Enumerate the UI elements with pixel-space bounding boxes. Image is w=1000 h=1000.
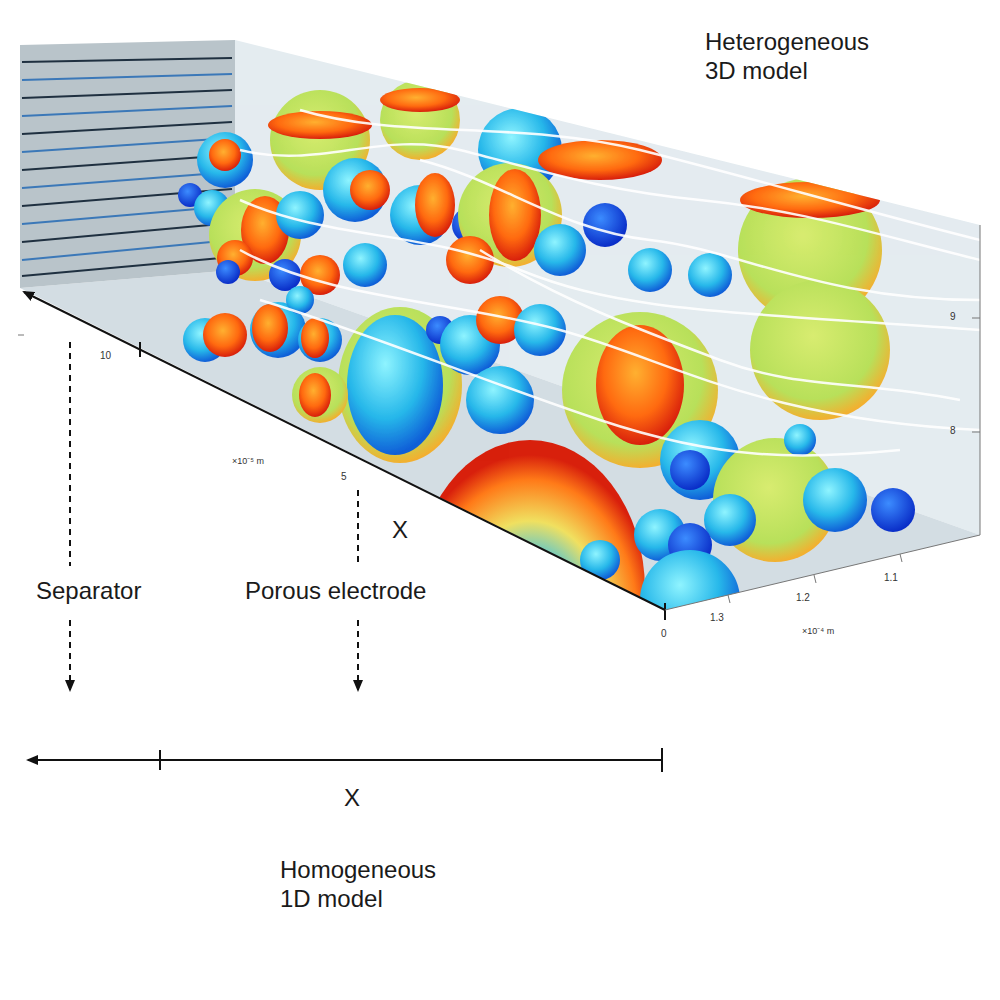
tick-label: 9 [950,311,956,323]
tick-label: 10 [100,350,111,362]
axis-unit: ×10⁻⁴ m [802,626,834,637]
region-label: Porous electrode [245,577,426,606]
tick-label: 0 [661,628,667,640]
tick-label: 1.3 [710,612,724,624]
tick-label: 8 [950,425,956,437]
tick-label: 5 [341,471,347,483]
tick-label: 1.2 [796,592,810,604]
model-title: Heterogeneous 3D model [705,28,885,86]
axis-name: X [392,516,408,545]
tick-label: 1.1 [884,572,898,584]
model-title: Homogeneous 1D model [280,856,455,914]
axis-unit: ×10⁻⁵ m [232,456,264,467]
region-label: Separator [36,577,141,606]
axis-name: X [344,784,360,813]
